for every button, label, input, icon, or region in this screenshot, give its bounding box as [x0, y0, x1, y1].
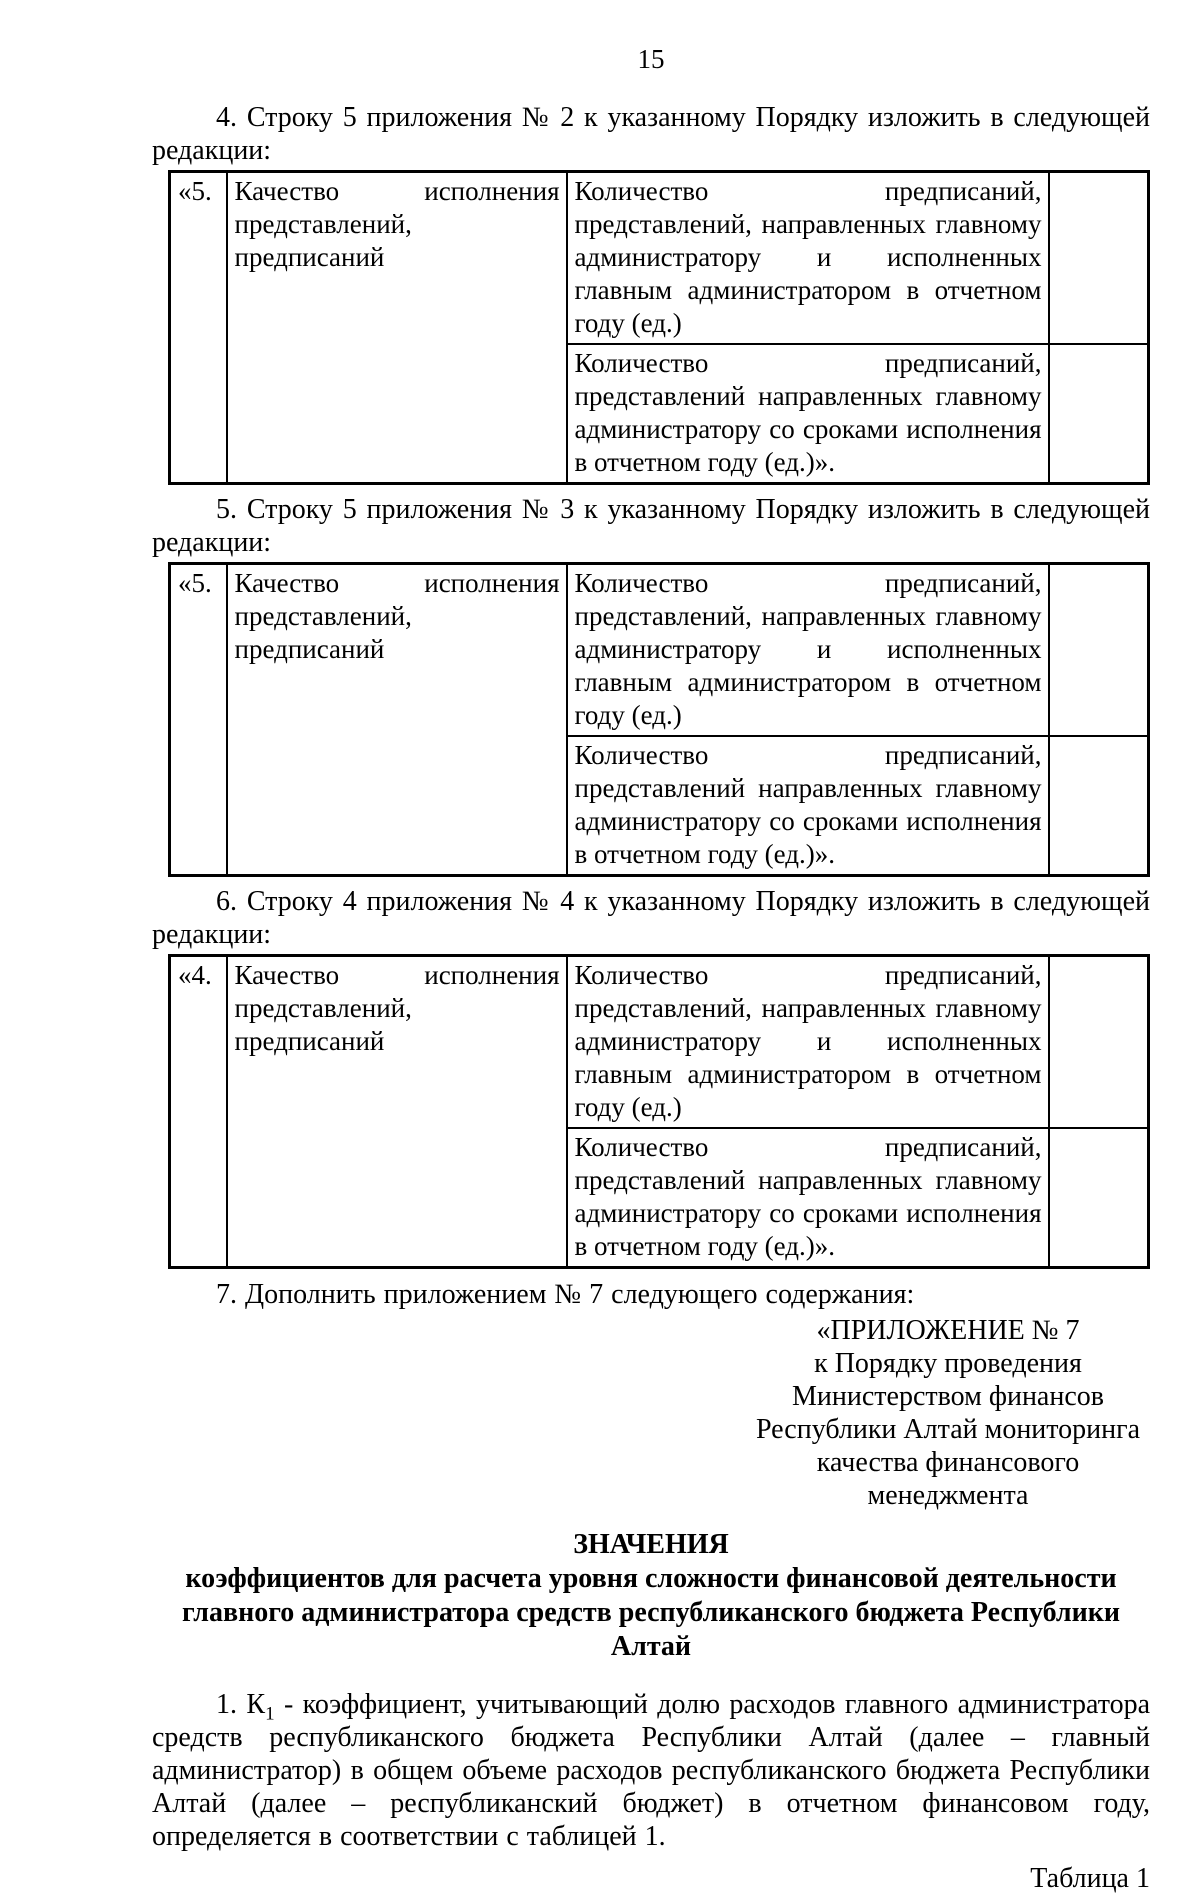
- row-number-cell: «4.: [168, 954, 228, 1269]
- amendment-table-appendix-2: «5. Качество исполнения представлений, п…: [168, 170, 1150, 485]
- row-number-cell: «5.: [168, 562, 228, 877]
- paragraph-7: 7. Дополнить приложением № 7 следующего …: [216, 1279, 915, 1310]
- values-heading-line-2: коэффициентов для расчета уровня сложнос…: [185, 1563, 1117, 1594]
- indicator-description-cell-1: Количество предписаний, представлений, н…: [565, 954, 1050, 1129]
- table-row: Количество предписаний, представлений на…: [170, 343, 1150, 485]
- appendix-line-2: к Порядку проведения: [814, 1348, 1082, 1379]
- appendix-line-6: менеджмента: [867, 1480, 1029, 1511]
- empty-value-cell-2: [1047, 735, 1150, 877]
- appendix-line-1: «ПРИЛОЖЕНИЕ № 7: [816, 1315, 1080, 1346]
- indicator-description-cell-2: Количество предписаний, представлений на…: [565, 343, 1050, 485]
- values-heading-line-1: ЗНАЧЕНИЯ: [573, 1529, 729, 1560]
- indicator-description-cell-1: Количество предписаний, представлений, н…: [565, 562, 1050, 737]
- table-row: Количество предписаний, представлений на…: [170, 1127, 1150, 1269]
- appendix-reference-block: «ПРИЛОЖЕНИЕ № 7 к Порядку проведения Мин…: [748, 1314, 1148, 1512]
- empty-value-cell-2: [1047, 1127, 1150, 1269]
- empty-value-cell-1: [1047, 170, 1150, 345]
- k1-lead: 1. К: [216, 1689, 266, 1720]
- amendment-intro-appendix-3: 5. Строку 5 приложения № 3 к указанному …: [152, 494, 1150, 558]
- table-1-caption: Таблица 1: [1030, 1863, 1150, 1894]
- indicator-description-cell-1: Количество предписаний, представлений, н…: [565, 170, 1050, 345]
- appendix-line-4: Республики Алтай мониторинга: [755, 1414, 1141, 1445]
- page-number: 15: [637, 44, 665, 74]
- values-heading-line-3: главного администратора средств республи…: [181, 1597, 1120, 1662]
- k1-body: - коэффициент, учитывающий долю расходов…: [152, 1689, 1150, 1852]
- values-heading: ЗНАЧЕНИЯ коэффициентов для расчета уровн…: [152, 1528, 1150, 1664]
- table-row: Количество предписаний, представлений на…: [170, 735, 1150, 877]
- table-row: «5. Качество исполнения представлений, п…: [168, 562, 1150, 877]
- indicator-name-cell: Качество исполнения представлений, предп…: [225, 170, 568, 485]
- indicator-description-cell-2: Количество предписаний, представлений на…: [565, 735, 1050, 877]
- indicator-name-cell: Качество исполнения представлений, предп…: [225, 562, 568, 877]
- amendment-table-appendix-3: «5. Качество исполнения представлений, п…: [168, 562, 1150, 877]
- indicator-name-cell: Качество исполнения представлений, предп…: [225, 954, 568, 1269]
- indicator-description-cell-2: Количество предписаний, представлений на…: [565, 1127, 1050, 1269]
- k1-subscript: 1: [265, 1703, 275, 1725]
- appendix-line-5: качества финансового: [816, 1447, 1080, 1478]
- empty-value-cell-1: [1047, 562, 1150, 737]
- paragraph-1-k1: 1. К1 - коэффициент, учитывающий долю ра…: [152, 1688, 1150, 1853]
- amendment-table-appendix-4: «4. Качество исполнения представлений, п…: [168, 954, 1150, 1269]
- table-row: «5. Качество исполнения представлений, п…: [168, 170, 1150, 485]
- amendment-intro-appendix-2: 4. Строку 5 приложения № 2 к указанному …: [152, 102, 1150, 166]
- empty-value-cell-1: [1047, 954, 1150, 1129]
- amendment-intro-appendix-4: 6. Строку 4 приложения № 4 к указанному …: [152, 886, 1150, 950]
- empty-value-cell-2: [1047, 343, 1150, 485]
- table-row: «4. Качество исполнения представлений, п…: [168, 954, 1150, 1269]
- appendix-line-3: Министерством финансов: [792, 1381, 1104, 1412]
- row-number-cell: «5.: [168, 170, 228, 485]
